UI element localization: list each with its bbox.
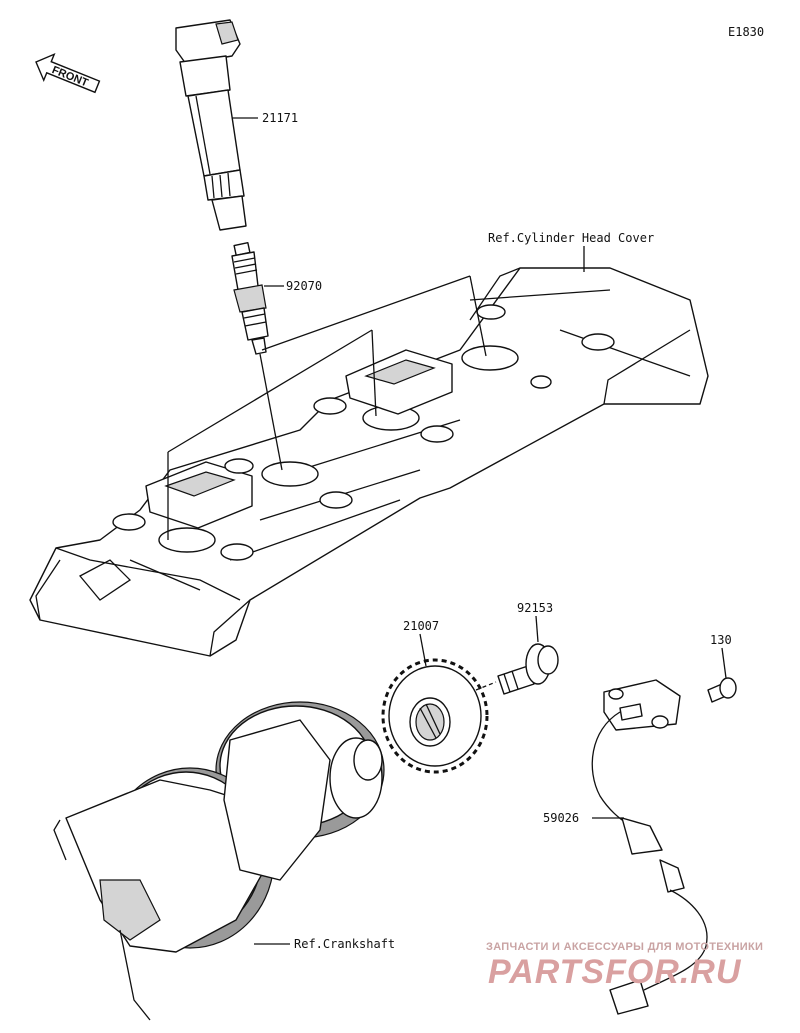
ref-crankshaft: Ref.Crankshaft (294, 937, 395, 951)
timing-gear[interactable] (381, 658, 489, 774)
gear-bolt[interactable] (497, 643, 559, 695)
ref-cylinder-head-cover: Ref.Cylinder Head Cover (488, 231, 654, 245)
label-21007: 21007 (403, 619, 439, 633)
watermark-tagline: ЗАПЧАСТИ И АКСЕССУАРЫ ДЛЯ МОТОТЕХНИКИ (486, 941, 763, 953)
front-arrow-icon: FRONT (35, 52, 101, 94)
label-92070: 92070 (286, 279, 322, 293)
crank-sensor[interactable] (591, 679, 708, 1015)
ignition-coil[interactable] (175, 19, 247, 231)
label-59026: 59026 (543, 811, 579, 825)
front-label: FRONT (50, 64, 90, 89)
diagram-code: E1830 (728, 25, 764, 39)
label-21171: 21171 (262, 111, 298, 125)
label-130: 130 (710, 633, 732, 647)
sensor-bolt[interactable] (707, 677, 737, 703)
crankshaft (53, 701, 385, 1021)
spark-plug[interactable] (231, 241, 269, 355)
watermark-brand: PARTSFOR.RU (488, 953, 742, 991)
cylinder-head-cover (29, 267, 709, 657)
label-92153: 92153 (517, 601, 553, 615)
